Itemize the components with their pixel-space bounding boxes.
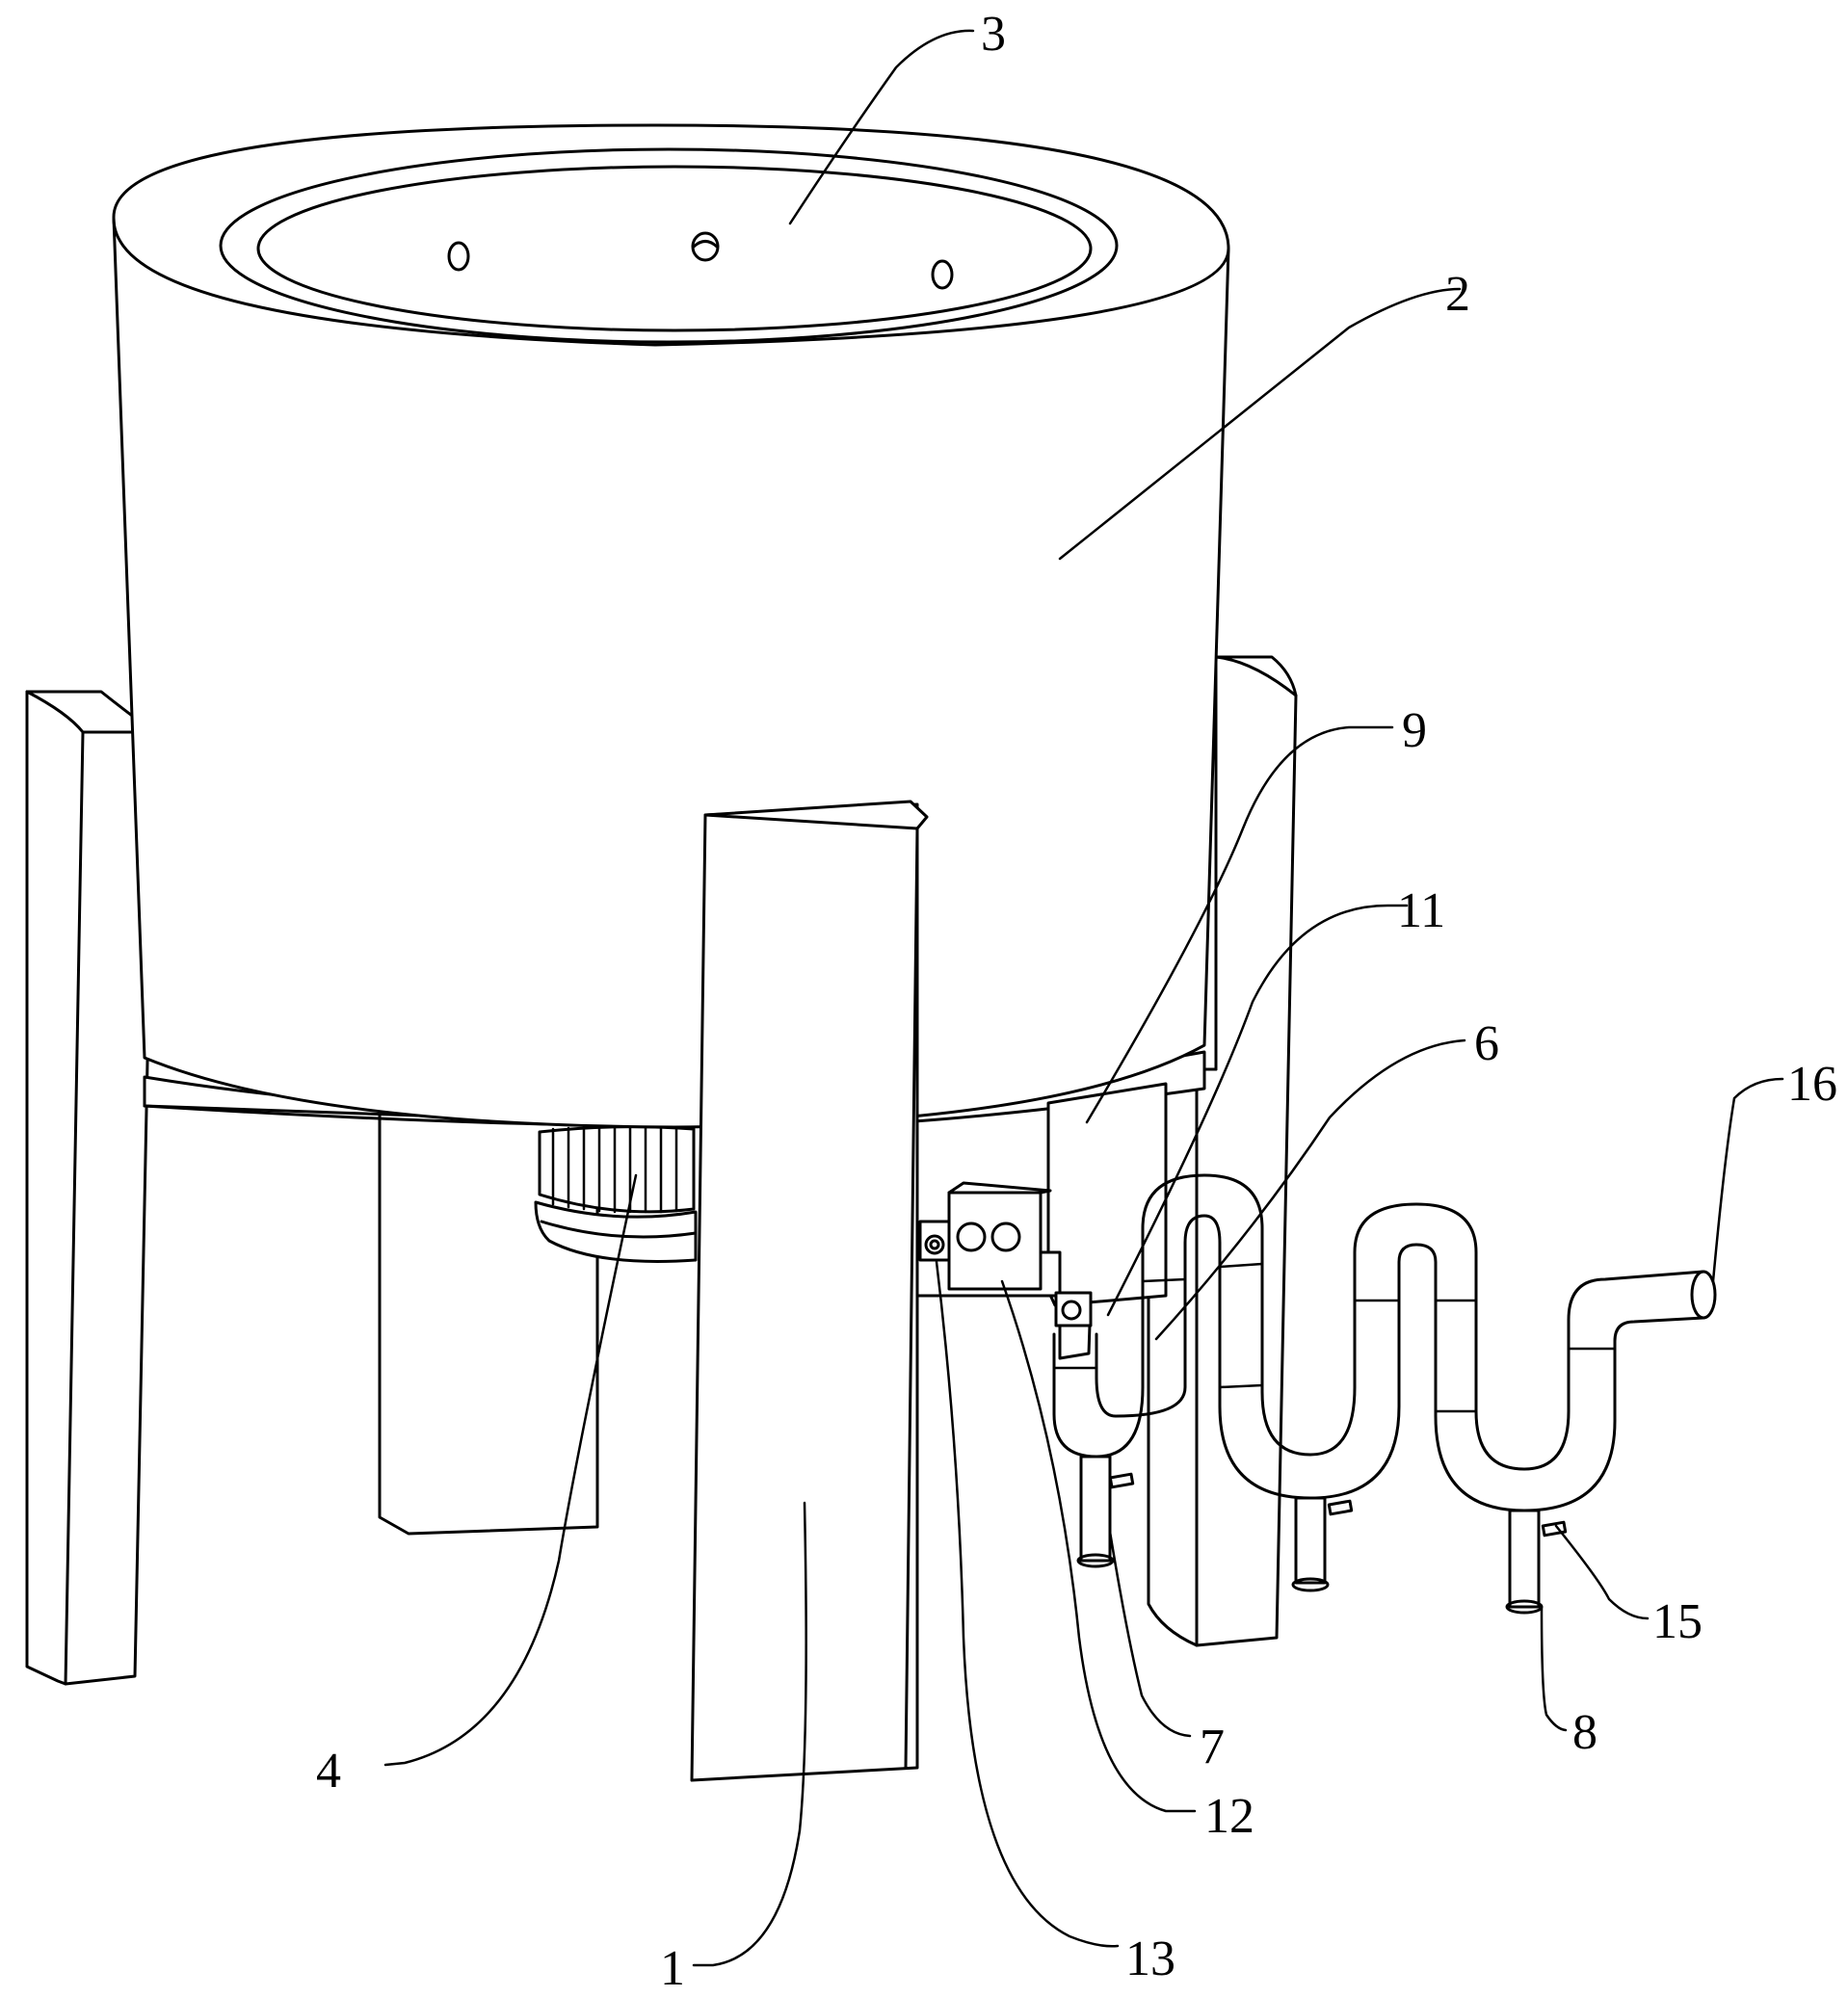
- leader-lines: [383, 29, 1784, 1967]
- leader-8: [1540, 1605, 1568, 1732]
- label-3: 3: [981, 7, 1006, 62]
- top-lid: [219, 147, 1119, 344]
- label-4: 4: [316, 1744, 341, 1799]
- label-8: 8: [1572, 1705, 1597, 1760]
- leader-1: [692, 1501, 807, 1967]
- label-6: 6: [1474, 1016, 1499, 1071]
- leader-13: [935, 1260, 1120, 1948]
- leader-4: [383, 1173, 638, 1767]
- leader-7: [1108, 1530, 1192, 1738]
- label-1: 1: [660, 1941, 685, 1992]
- label-13: 13: [1125, 1931, 1175, 1986]
- label-9: 9: [1402, 703, 1427, 758]
- support-leg-back-right: [1147, 655, 1298, 1647]
- leader-15: [1554, 1524, 1650, 1620]
- label-2: 2: [1445, 267, 1470, 322]
- leader-6: [1154, 1038, 1466, 1341]
- support-leg-front: [690, 800, 929, 1782]
- leader-3: [788, 29, 975, 225]
- label-12: 12: [1204, 1789, 1254, 1844]
- leader-2: [1058, 287, 1462, 561]
- motor: [534, 1123, 698, 1263]
- leader-12: [1000, 1279, 1197, 1813]
- reference-numerals: 3 2 9 11 6 16 4 1 13 12 7 8 15: [316, 7, 1837, 1996]
- leader-9: [1085, 725, 1394, 1124]
- label-11: 11: [1397, 883, 1445, 938]
- leader-16: [1711, 1077, 1784, 1283]
- main-drum: [112, 123, 1230, 1129]
- leader-11: [1106, 904, 1409, 1317]
- label-7: 7: [1200, 1720, 1225, 1774]
- label-15: 15: [1652, 1594, 1703, 1649]
- label-16: 16: [1787, 1057, 1837, 1112]
- support-leg-left: [25, 690, 156, 1686]
